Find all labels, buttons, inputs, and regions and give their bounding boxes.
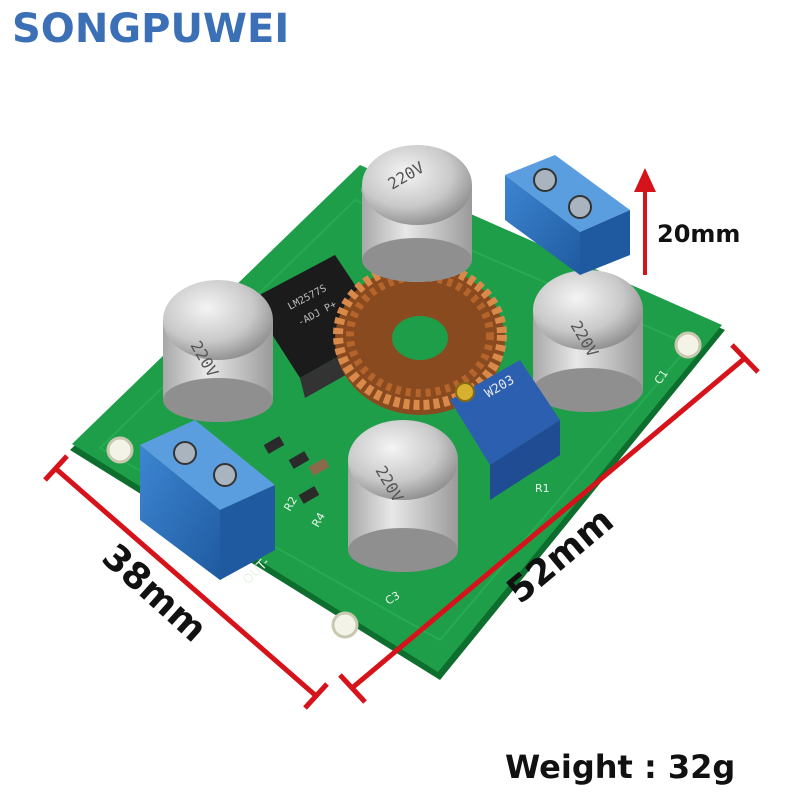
screw-terminal-output bbox=[140, 420, 275, 580]
silkscreen-r2: R2 bbox=[281, 494, 300, 513]
brand-logo-text: SONGPUWEI bbox=[12, 6, 290, 52]
height-label: 20mm bbox=[657, 220, 741, 248]
capacitor: 220V bbox=[348, 420, 458, 572]
silkscreen-c3: C3 bbox=[383, 589, 402, 608]
smd-resistors bbox=[263, 436, 330, 504]
weight-label: Weight : 32g bbox=[505, 748, 736, 786]
silkscreen-r1: R1 bbox=[535, 482, 550, 495]
mounting-hole bbox=[674, 331, 702, 359]
mounting-hole bbox=[106, 436, 134, 464]
capacitor: 220V bbox=[163, 280, 273, 422]
height-dimension-arrow bbox=[634, 168, 656, 275]
capacitor: 220V bbox=[362, 145, 472, 282]
mounting-hole bbox=[331, 611, 359, 639]
potentiometer: W203 bbox=[450, 360, 560, 500]
screw-terminal-input bbox=[505, 155, 630, 275]
capacitor: 220V bbox=[533, 270, 643, 412]
silkscreen-r4: R4 bbox=[309, 510, 328, 529]
